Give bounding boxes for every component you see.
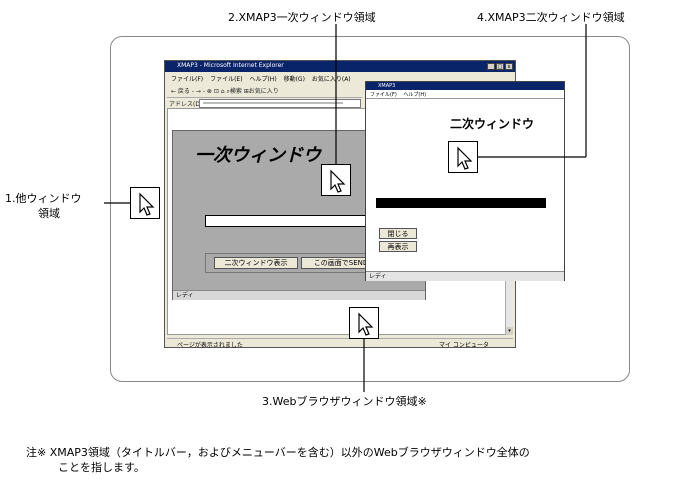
address-input[interactable] xyxy=(199,99,361,108)
secondary-statusbar: レディ xyxy=(366,271,564,281)
cursor-arrow-icon xyxy=(139,192,155,216)
scroll-down-icon[interactable]: ▾ xyxy=(506,327,513,335)
secondary-menu-help[interactable]: ヘルプ(H) xyxy=(403,92,427,98)
close-icon[interactable]: x xyxy=(505,63,513,70)
menu-item-help[interactable]: ヘルプ(H) xyxy=(249,76,277,83)
browser-toolbar[interactable]: ← 戻る - → - ⊗ ⊡ ⌂ ⌕検索 ⊞お気に入り xyxy=(171,88,279,95)
menu-item-favorites[interactable]: お気に入り(A) xyxy=(311,76,351,83)
note-line1: 注※ XMAP3領域（タイトルバー，およびメニューバーを含む）以外のWebブラウ… xyxy=(26,446,530,459)
secondary-title: XMAP3 xyxy=(378,83,396,89)
cursor-arrow-icon xyxy=(457,146,473,170)
menu-item-go[interactable]: 移動(G) xyxy=(283,76,305,83)
callout-browser-region: 3.Webブラウザウィンドウ領域※ xyxy=(262,395,427,408)
menu-item-file[interactable]: ファイル(F) xyxy=(171,76,204,83)
show-secondary-window-button[interactable]: 二次ウィンドウ表示 xyxy=(214,257,298,269)
screen-region xyxy=(110,36,630,382)
browser-zone-text: マイ コンピュータ xyxy=(439,342,489,348)
callout-other-region-line1: 1.他ウィンドウ xyxy=(5,192,82,205)
secondary-heading: 二次ウィンドウ xyxy=(450,117,535,131)
secondary-menu-divider xyxy=(366,98,564,99)
browser-titlebar: XMAP3 - Microsoft Internet Explorer xyxy=(165,61,515,72)
cursor-arrow-icon xyxy=(358,312,374,336)
secondary-window: XMAP3 ファイル(F) ヘルプ(H) 二次ウィンドウ 閉じる 再表示 レディ xyxy=(365,81,565,281)
browser-title: XMAP3 - Microsoft Internet Explorer xyxy=(177,62,284,69)
primary-button-group: 二次ウィンドウ表示 この画面でSEND xyxy=(205,253,427,273)
secondary-cursor-box xyxy=(448,141,478,173)
address-text-blurred xyxy=(203,102,343,104)
menu-item-edit[interactable]: ファイル(E) xyxy=(210,76,243,83)
browser-statusbar: ページが表示されました マイ コンピュータ xyxy=(167,338,513,348)
primary-heading: 一次ウィンドウ xyxy=(195,145,321,166)
address-label: アドレス(D) xyxy=(169,101,203,108)
primary-statusbar: レディ xyxy=(173,290,425,300)
browser-status-text: ページが表示されました xyxy=(177,342,243,348)
cursor-arrow-icon xyxy=(330,169,346,193)
browser-cursor-box xyxy=(349,307,379,339)
primary-cursor-box xyxy=(321,164,351,196)
note-line2: ことを指します。 xyxy=(58,461,145,474)
callout-other-region-line2: 領域 xyxy=(38,207,60,220)
browser-menubar: ファイル(F) ファイル(E) ヘルプ(H) 移動(G) お気に入り(A) xyxy=(171,74,371,83)
secondary-menubar: ファイル(F) ヘルプ(H) xyxy=(370,91,490,98)
callout-secondary-region: 4.XMAP3二次ウィンドウ領域 xyxy=(477,11,625,24)
maximize-icon[interactable]: □ xyxy=(496,63,504,70)
minimize-icon[interactable]: _ xyxy=(487,63,495,70)
address-bar: アドレス(D) xyxy=(167,97,362,108)
other-cursor-box xyxy=(130,187,160,219)
close-button[interactable]: 閉じる xyxy=(379,228,417,239)
secondary-titlebar: XMAP3 xyxy=(366,82,564,90)
secondary-menu-file[interactable]: ファイル(F) xyxy=(370,92,397,98)
browser-window-controls: _ □ x xyxy=(487,63,513,70)
redisplay-button[interactable]: 再表示 xyxy=(379,241,417,252)
callout-primary-region: 2.XMAP3一次ウィンドウ領域 xyxy=(228,11,376,24)
secondary-input[interactable] xyxy=(376,198,546,208)
